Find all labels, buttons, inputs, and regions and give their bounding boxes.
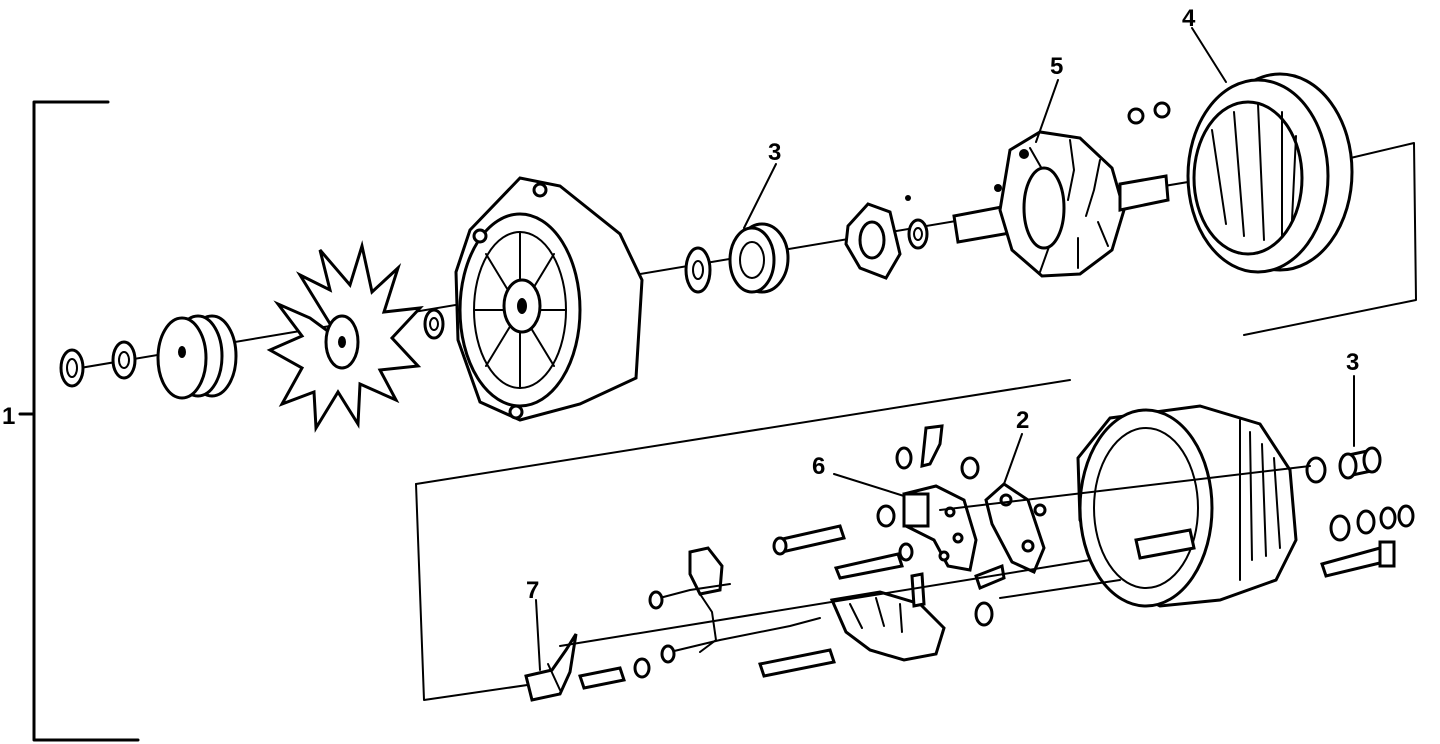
callout-1: 1 xyxy=(2,403,15,430)
callout-3-lower: 3 xyxy=(1346,349,1359,376)
upper-frame xyxy=(1243,142,1417,336)
pulley xyxy=(156,314,238,400)
bearing-retainer xyxy=(844,195,911,280)
terminal-clip xyxy=(895,424,980,480)
callout-5: 5 xyxy=(1050,53,1063,80)
fan xyxy=(266,240,424,433)
diode-trio xyxy=(829,563,1006,662)
callout-3-upper: 3 xyxy=(768,139,781,166)
drive-end-housing xyxy=(454,176,644,422)
lower-axis-lines xyxy=(559,465,1311,647)
rear-housing xyxy=(1076,404,1298,608)
rotor-collar xyxy=(907,218,929,250)
pulley-washer xyxy=(111,340,137,380)
slip-ring-nuts xyxy=(1127,101,1171,125)
assembly-bracket xyxy=(18,100,140,742)
terminal-strap xyxy=(524,633,626,702)
callout-6: 6 xyxy=(812,453,825,480)
pulley-nut xyxy=(59,348,85,388)
rectifier xyxy=(984,482,1047,575)
bearing-seal xyxy=(684,246,712,294)
callout-leaders xyxy=(535,27,1355,671)
lower-frame xyxy=(415,379,1071,701)
lower-bolt xyxy=(758,648,836,678)
front-bearing xyxy=(728,222,790,294)
spacer xyxy=(423,308,445,340)
brush-holder-screws xyxy=(772,504,914,580)
terminal-bracket xyxy=(633,546,821,679)
callout-7: 7 xyxy=(526,577,539,604)
brush-holder xyxy=(902,484,978,572)
rear-bearing xyxy=(1305,446,1382,484)
stator xyxy=(1186,72,1354,274)
callout-2: 2 xyxy=(1016,407,1029,434)
rotor xyxy=(952,130,1170,278)
callout-4: 4 xyxy=(1182,5,1196,32)
through-bolt xyxy=(1320,504,1415,578)
callout-labels: 1 3 5 4 3 2 6 7 xyxy=(2,5,1359,604)
